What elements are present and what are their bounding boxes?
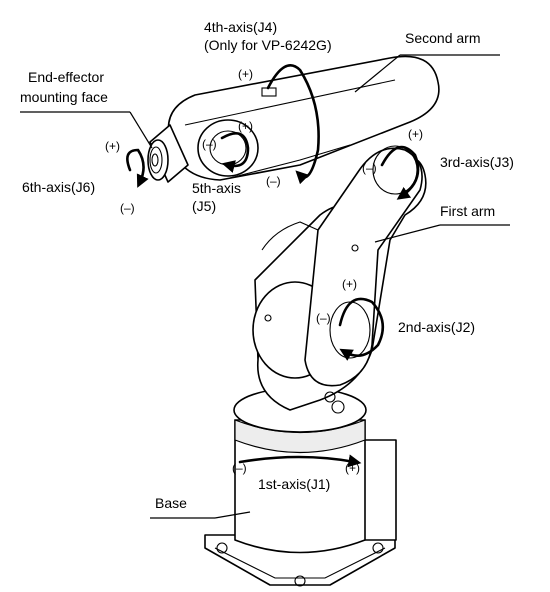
robot-base [204, 387, 397, 587]
base-label: Base [155, 495, 187, 511]
j5-minus-sign: (–) [202, 137, 217, 151]
j6-plus-sign: (+) [105, 139, 120, 153]
j6-label: 6th-axis(J6) [22, 179, 95, 195]
j2-label: 2nd-axis(J2) [398, 319, 475, 335]
j2-rotation-arrow-icon [338, 297, 385, 361]
end-effector-label-line1: End-effector [28, 69, 104, 85]
robot-first-arm [252, 145, 427, 414]
j5-label-line1: 5th-axis [192, 180, 241, 196]
j6-rotation-arrow-icon [126, 148, 149, 188]
j5-plus-sign: (+) [238, 119, 253, 133]
j3-plus-sign: (+) [408, 127, 423, 141]
j6-minus-sign: (–) [120, 201, 135, 215]
j2-minus-sign: (–) [316, 311, 331, 325]
j4-plus-sign: (+) [238, 67, 253, 81]
j4-minus-sign: (–) [266, 174, 281, 188]
j4-rotation-arrow-icon [266, 64, 320, 185]
j4-label-line1: 4th-axis(J4) [204, 19, 277, 35]
end-effector-flange [147, 124, 189, 183]
j1-label: 1st-axis(J1) [258, 476, 330, 492]
second-arm-label: Second arm [405, 30, 480, 46]
j1-minus-sign: (–) [232, 461, 247, 475]
j5-label-line2: (J5) [192, 198, 216, 214]
j1-rotation-arrow-icon [238, 454, 362, 468]
end-effector-label-line2: mounting face [20, 89, 108, 105]
j5-rotation-arrow-icon [220, 132, 250, 173]
j3-label: 3rd-axis(J3) [440, 154, 514, 170]
first-arm-label: First arm [440, 203, 495, 219]
j3-minus-sign: (–) [362, 161, 377, 175]
j2-plus-sign: (+) [342, 277, 357, 291]
j4-label-line2: (Only for VP-6242G) [204, 37, 332, 53]
j3-rotation-arrow-icon [380, 145, 420, 200]
j1-plus-sign: (+) [345, 461, 360, 475]
